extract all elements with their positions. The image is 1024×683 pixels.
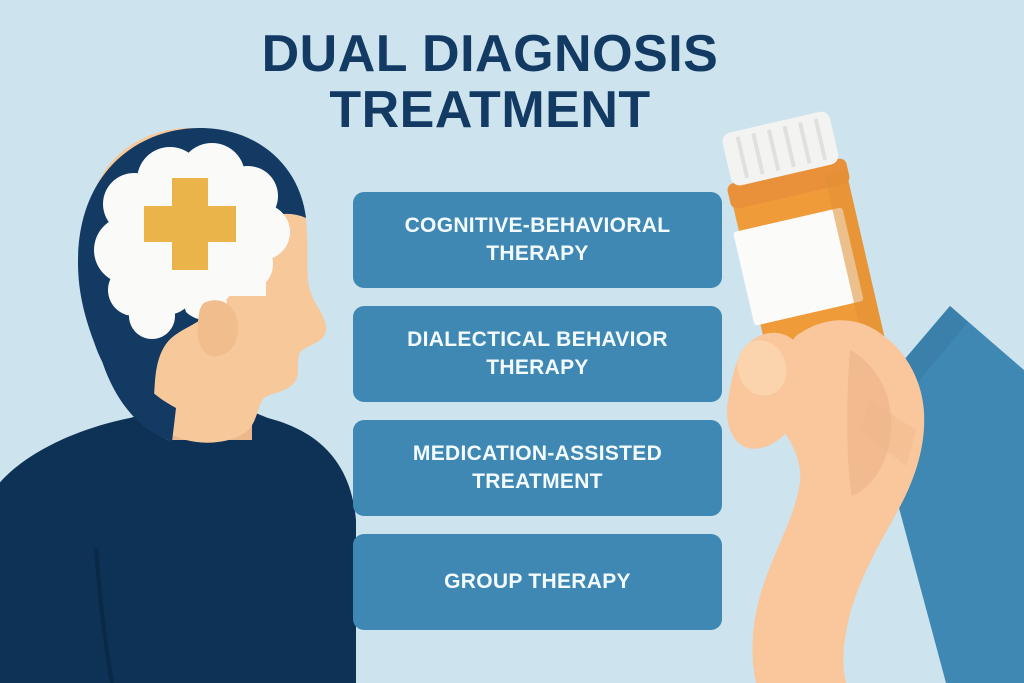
treatment-card-dialectical-behavior-therapy[interactable]: DIALECTICAL BEHAVIOR THERAPY — [353, 306, 722, 402]
title-line-1: DUAL DIAGNOSIS — [261, 25, 719, 83]
bottle-cap — [722, 111, 839, 186]
treatment-card-group-therapy[interactable]: GROUP THERAPY — [353, 534, 722, 630]
page-title: DUAL DIAGNOSIS TREATMENT — [200, 26, 780, 138]
treatment-list: COGNITIVE-BEHAVIORAL THERAPY DIALECTICAL… — [353, 192, 722, 648]
nape-shape — [94, 326, 176, 442]
treatment-card-cognitive-behavioral-therapy[interactable]: COGNITIVE-BEHAVIORAL THERAPY — [353, 192, 722, 288]
hand-holding-pill-bottle-illustration — [722, 111, 1024, 683]
bottle-label — [733, 207, 864, 326]
thumbnail-shape — [737, 340, 787, 396]
treatment-card-label: COGNITIVE-BEHAVIORAL THERAPY — [404, 213, 671, 265]
treatment-card-label: GROUP THERAPY — [444, 569, 631, 593]
treatment-card-label: DIALECTICAL BEHAVIOR THERAPY — [407, 327, 668, 379]
treatment-card-label: MEDICATION-ASSISTED TREATMENT — [412, 441, 663, 493]
palm-shadow — [847, 350, 892, 496]
treatment-card-medication-assisted-treatment[interactable]: MEDICATION-ASSISTED TREATMENT — [353, 420, 722, 516]
bottle-neck-ring — [727, 158, 850, 209]
ear-shape — [197, 300, 239, 357]
shirt-crease — [94, 547, 114, 683]
cap-ribs — [735, 118, 828, 179]
wrist-shadow — [860, 400, 916, 466]
shirt-shape — [0, 406, 356, 683]
medical-cross-icon — [144, 178, 236, 270]
title-line-2: TREATMENT — [329, 81, 651, 140]
head-profile-illustration — [0, 127, 356, 683]
